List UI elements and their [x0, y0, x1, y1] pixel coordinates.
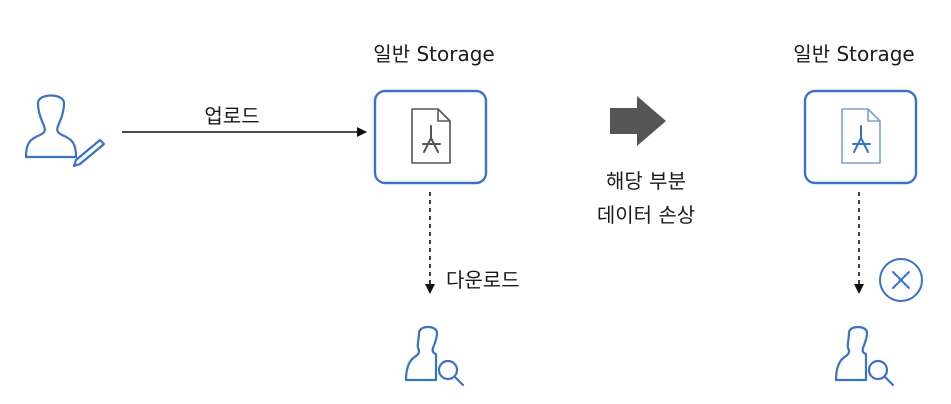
left-pdf-file-icon: [411, 108, 451, 164]
right-downloader-user-search-icon: [834, 325, 895, 387]
upload-label: 업로드: [204, 104, 260, 128]
left-downloader-user-search-icon: [404, 325, 465, 387]
download-label: 다운로드: [446, 268, 520, 292]
transition-arrow-icon: [610, 96, 666, 146]
corruption-caption-line1: 해당 부분: [606, 169, 686, 193]
right-storage-title: 일반 Storage: [793, 42, 915, 66]
left-storage-title: 일반 Storage: [373, 42, 495, 66]
right-pdf-file-icon: [841, 108, 881, 164]
corruption-caption-line2: 데이터 손상: [596, 203, 696, 227]
failure-x-icon: [879, 258, 923, 302]
uploader-user-edit-icon: [24, 94, 106, 168]
